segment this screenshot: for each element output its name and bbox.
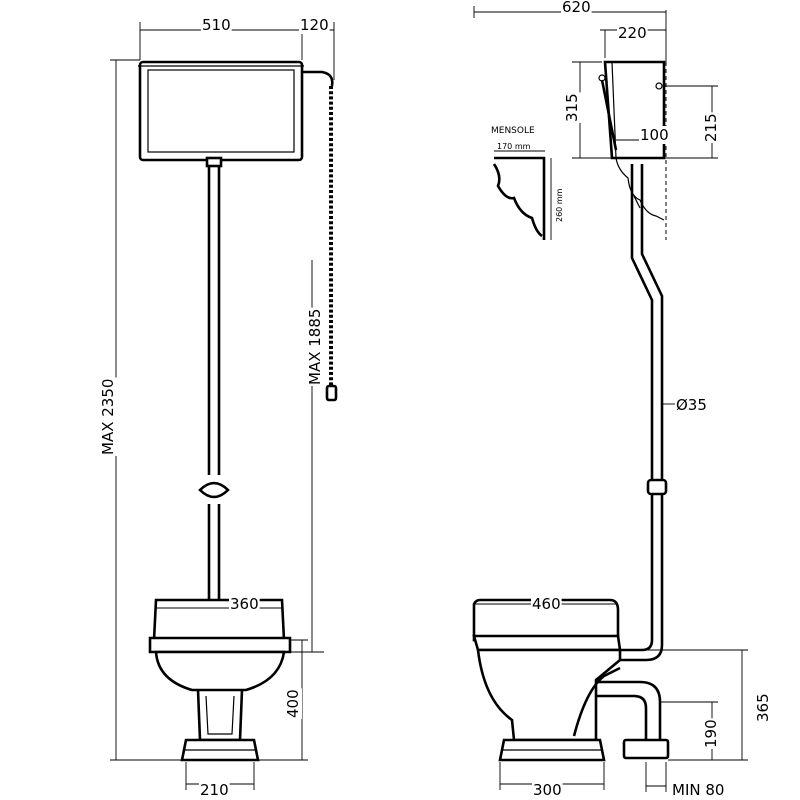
dim-overall-depth: 620 <box>562 0 591 16</box>
label-backdrop <box>99 377 117 456</box>
label-backdrop <box>754 692 772 723</box>
label-backdrop <box>199 781 230 799</box>
side-view: 620 220 315 100 215 Ø35 460 <box>472 0 772 799</box>
side-dim-min <box>645 762 667 792</box>
label-backdrop <box>531 595 562 613</box>
dim-cistern-height: 315 <box>563 93 581 122</box>
label-backdrop <box>532 781 563 799</box>
bracket-height-label: 260 mm <box>555 188 564 222</box>
dim-base-depth: 300 <box>533 781 562 799</box>
dim-bowl-depth: 460 <box>532 595 561 613</box>
label-backdrop <box>675 396 708 414</box>
dim-outlet-center: 190 <box>702 719 720 748</box>
label-backdrop <box>561 0 592 16</box>
front-toilet-bowl <box>148 598 292 762</box>
dim-base-width: 210 <box>200 781 229 799</box>
front-chain-handle <box>325 384 338 402</box>
dim-cistern-offset: 120 <box>300 16 329 34</box>
label-backdrop <box>617 24 648 42</box>
dim-outlet-height: 365 <box>754 693 772 722</box>
side-bracket <box>615 157 665 221</box>
front-cistern <box>138 60 304 168</box>
dim-cistern-depth: 220 <box>618 24 647 42</box>
side-toilet-bowl <box>472 598 670 762</box>
side-flush-pipe <box>600 164 668 662</box>
label-backdrop <box>702 112 720 143</box>
label-backdrop <box>702 718 720 749</box>
bracket-title: MENSOLE <box>491 126 535 136</box>
label-backdrop <box>671 781 726 799</box>
front-flush-lever <box>302 70 334 87</box>
dim-min-outlet: MIN 80 <box>672 781 724 799</box>
dim-pipe-diameter: Ø35 <box>676 396 707 414</box>
label-backdrop <box>284 688 302 719</box>
label-backdrop <box>306 307 324 386</box>
bracket-detail: MENSOLE 170 mm 260 mm <box>491 126 564 240</box>
bracket-width-label: 170 mm <box>497 142 531 151</box>
label-backdrop <box>299 16 330 34</box>
front-view: 510 120 MAX 2350 MAX 1885 360 400 <box>99 16 338 799</box>
label-backdrop <box>639 126 670 144</box>
front-flush-pipe <box>198 166 230 640</box>
dim-chain-height: MAX 1885 <box>306 309 324 385</box>
label-backdrop <box>563 92 581 123</box>
dim-fixing-height: 215 <box>702 113 720 142</box>
dim-cistern-width: 510 <box>202 16 231 34</box>
label-backdrop <box>229 595 260 613</box>
dim-bracket-spacing: 100 <box>640 126 669 144</box>
dim-max-height: MAX 2350 <box>99 379 117 455</box>
label-backdrop <box>201 16 232 34</box>
dim-bowl-width: 360 <box>230 595 259 613</box>
dim-bowl-height: 400 <box>284 689 302 718</box>
side-dim-outlet <box>600 649 748 761</box>
